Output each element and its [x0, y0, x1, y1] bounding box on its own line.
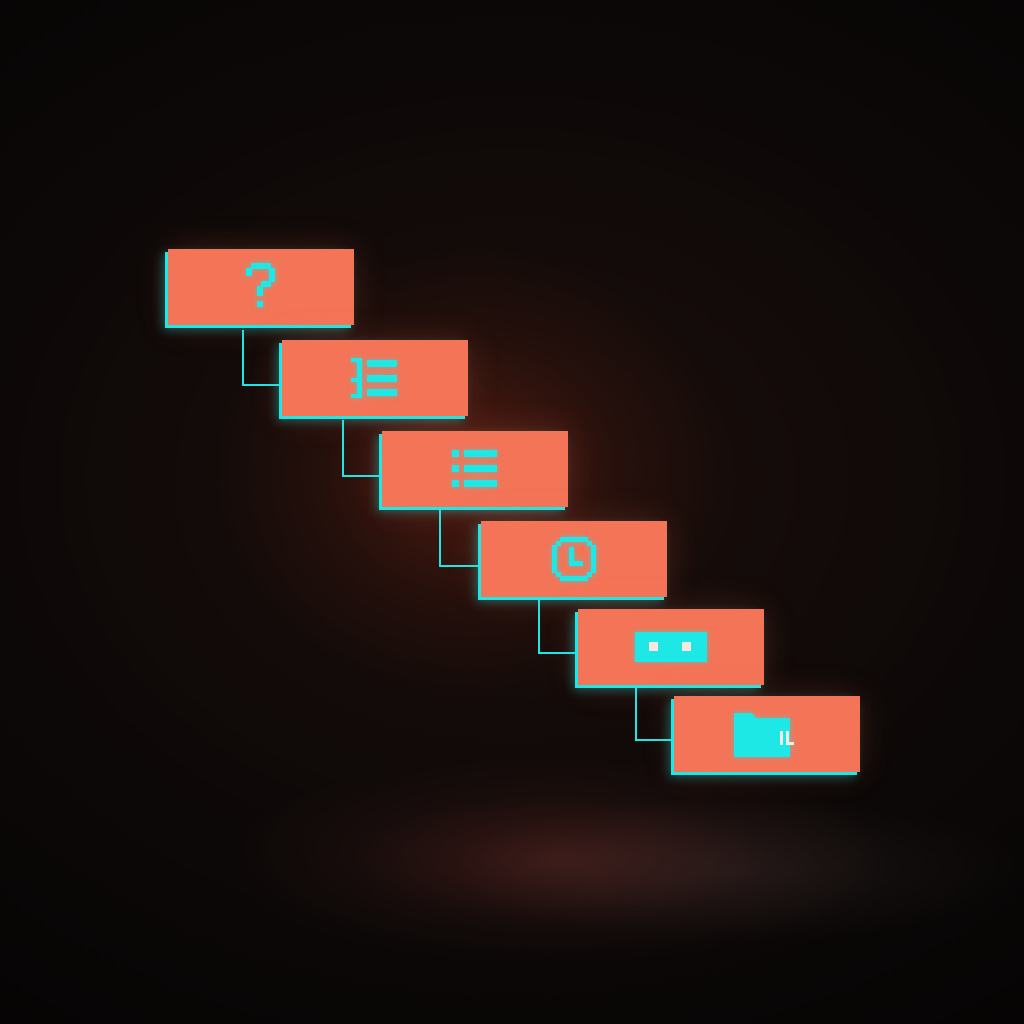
- step-card-3[interactable]: [382, 431, 568, 507]
- ordered-list-icon: [351, 358, 397, 398]
- question-mark-icon: [246, 263, 275, 307]
- chat-bubble-icon: [635, 632, 707, 662]
- connector-4: [538, 600, 578, 654]
- connector-5: [635, 688, 674, 741]
- step-card-1[interactable]: [168, 249, 354, 325]
- connector-2: [342, 420, 382, 477]
- clock-icon: [552, 537, 596, 581]
- step-card-5[interactable]: [578, 609, 764, 685]
- folder-icon: [734, 713, 794, 757]
- floor-glow: [0, 760, 1024, 1024]
- bulleted-list-icon: [452, 450, 497, 487]
- step-card-2[interactable]: [282, 340, 468, 416]
- step-card-4[interactable]: [481, 521, 667, 597]
- connector-1: [242, 330, 282, 386]
- connector-3: [439, 510, 481, 567]
- step-card-6[interactable]: [674, 696, 860, 772]
